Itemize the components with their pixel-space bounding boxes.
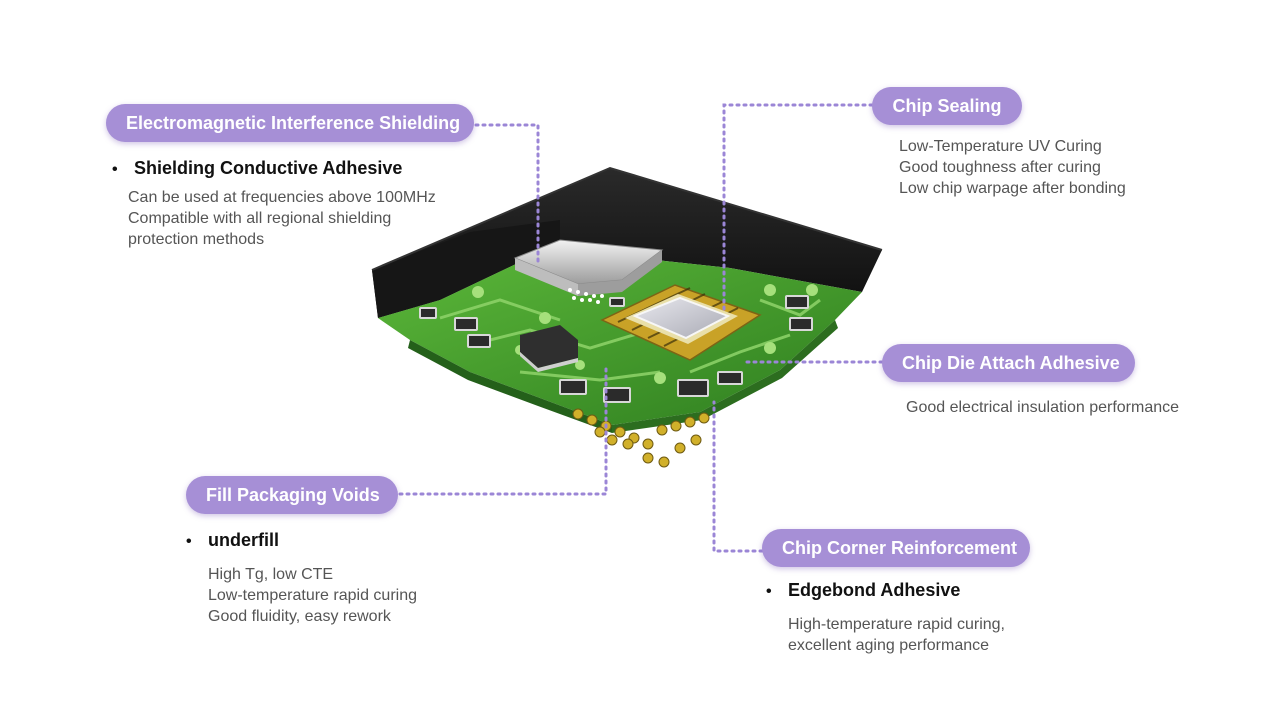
solder-balls xyxy=(572,408,710,468)
bullet-symbol: • xyxy=(186,533,192,550)
emi-bullet: • Shielding Conductive Adhesive xyxy=(112,158,402,179)
corner-bullet: • Edgebond Adhesive xyxy=(766,580,960,601)
passive-components xyxy=(419,295,813,403)
fill-description: High Tg, low CTE Low-temperature rapid c… xyxy=(208,564,417,627)
fill-bullet-text: underfill xyxy=(208,530,279,550)
fill-bullet: • underfill xyxy=(186,530,279,551)
pcb-pads xyxy=(472,284,818,384)
die-attach-line-1: Good electrical insulation performance xyxy=(906,399,1180,416)
leader-emi xyxy=(474,123,540,264)
leader-sealing xyxy=(722,103,874,314)
fill-voids-pill: Fill Packaging Voids xyxy=(186,476,398,514)
fill-line-1: High Tg, low CTE xyxy=(208,566,334,583)
emi-line-2: Compatible with all regional shielding xyxy=(128,210,392,227)
emi-line-3: protection methods xyxy=(128,231,265,248)
emi-description: Can be used at frequencies above 100MHz … xyxy=(128,187,436,250)
corner-reinforcement-pill: Chip Corner Reinforcement xyxy=(762,529,1030,567)
corner-line-1: High-temperature rapid curing, xyxy=(788,616,1005,633)
emi-line-1: Can be used at frequencies above 100MHz xyxy=(128,189,436,206)
metal-shield-can xyxy=(513,239,664,296)
fill-line-3: Good fluidity, easy rework xyxy=(208,608,391,625)
sealing-line-1: Low-Temperature UV Curing xyxy=(899,138,1102,155)
bullet-symbol: • xyxy=(766,583,772,600)
corner-line-2: excellent aging performance xyxy=(788,637,990,654)
sealing-line-3: Low chip warpage after bonding xyxy=(899,180,1126,197)
emi-bullet-text: Shielding Conductive Adhesive xyxy=(134,158,403,178)
bullet-symbol: • xyxy=(112,161,118,178)
leader-corner xyxy=(712,400,764,553)
die-attach-description: Good electrical insulation performance xyxy=(906,397,1179,418)
fill-line-2: Low-temperature rapid curing xyxy=(208,587,417,604)
corner-bullet-text: Edgebond Adhesive xyxy=(788,580,961,600)
sealing-description: Low-Temperature UV Curing Good toughness… xyxy=(899,136,1126,199)
sealing-line-2: Good toughness after curing xyxy=(899,159,1101,176)
mold-compound xyxy=(371,166,883,318)
corner-description: High-temperature rapid curing, excellent… xyxy=(788,614,1005,656)
die-attach-pill: Chip Die Attach Adhesive xyxy=(882,344,1135,382)
emi-shielding-pill: Electromagnetic Interference Shielding xyxy=(106,104,474,142)
conductive-adhesive-dots xyxy=(568,288,604,304)
leader-fill xyxy=(398,366,608,496)
leader-lines xyxy=(398,103,884,553)
main-chip-die xyxy=(600,284,762,361)
chip-sealing-pill: Chip Sealing xyxy=(872,87,1022,125)
